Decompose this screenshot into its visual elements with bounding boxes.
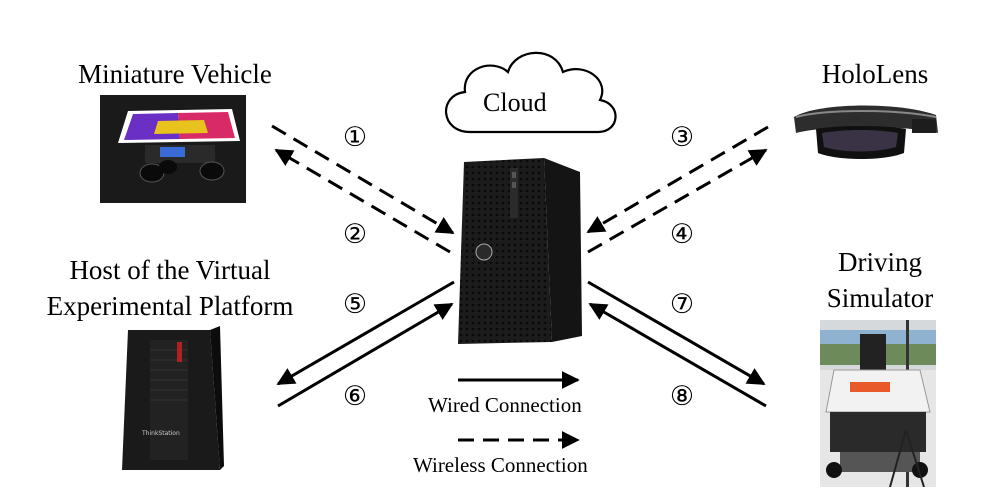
connection-number-7: ⑦ — [670, 289, 694, 320]
workstation-brand-text: ThinkStation — [141, 430, 180, 437]
arrow-3 — [586, 125, 769, 234]
host-label-line2: Experimental Platform — [46, 291, 294, 321]
simulator-label-line1: Driving — [838, 247, 922, 277]
connection-number-2: ② — [343, 219, 367, 250]
simulator-label-line2: Simulator — [826, 283, 934, 313]
arrow-6 — [277, 302, 454, 408]
connection-number-5: ⑤ — [343, 289, 367, 320]
host-label-line1: Host of the Virtual — [69, 255, 271, 285]
arrow-4 — [587, 148, 768, 254]
driving-simulator-photo — [820, 320, 936, 487]
connection-number-8: ⑧ — [670, 381, 694, 412]
connection-number-6: ⑥ — [343, 381, 367, 412]
connection-number-4: ④ — [670, 219, 694, 250]
arrow-7 — [587, 280, 766, 386]
vehicle-photo — [100, 95, 246, 203]
arrow-5 — [276, 280, 455, 386]
legend-wired-label: Wired Connection — [428, 393, 582, 417]
workstation-tower-icon: ThinkStation — [120, 320, 226, 480]
server-tower-icon — [458, 152, 584, 348]
connection-number-1: ① — [343, 122, 367, 153]
hololens-label: HoloLens — [821, 59, 929, 89]
miniature-vehicle-label: Miniature Vehicle — [78, 59, 272, 89]
arrow-1 — [271, 124, 455, 235]
legend-wireless-label: Wireless Connection — [413, 453, 588, 477]
connection-number-3: ③ — [670, 122, 694, 153]
arrow-8 — [588, 302, 767, 408]
arrow-2 — [274, 148, 451, 254]
cloud-label: Cloud — [483, 88, 547, 117]
hololens-photo — [786, 95, 946, 165]
